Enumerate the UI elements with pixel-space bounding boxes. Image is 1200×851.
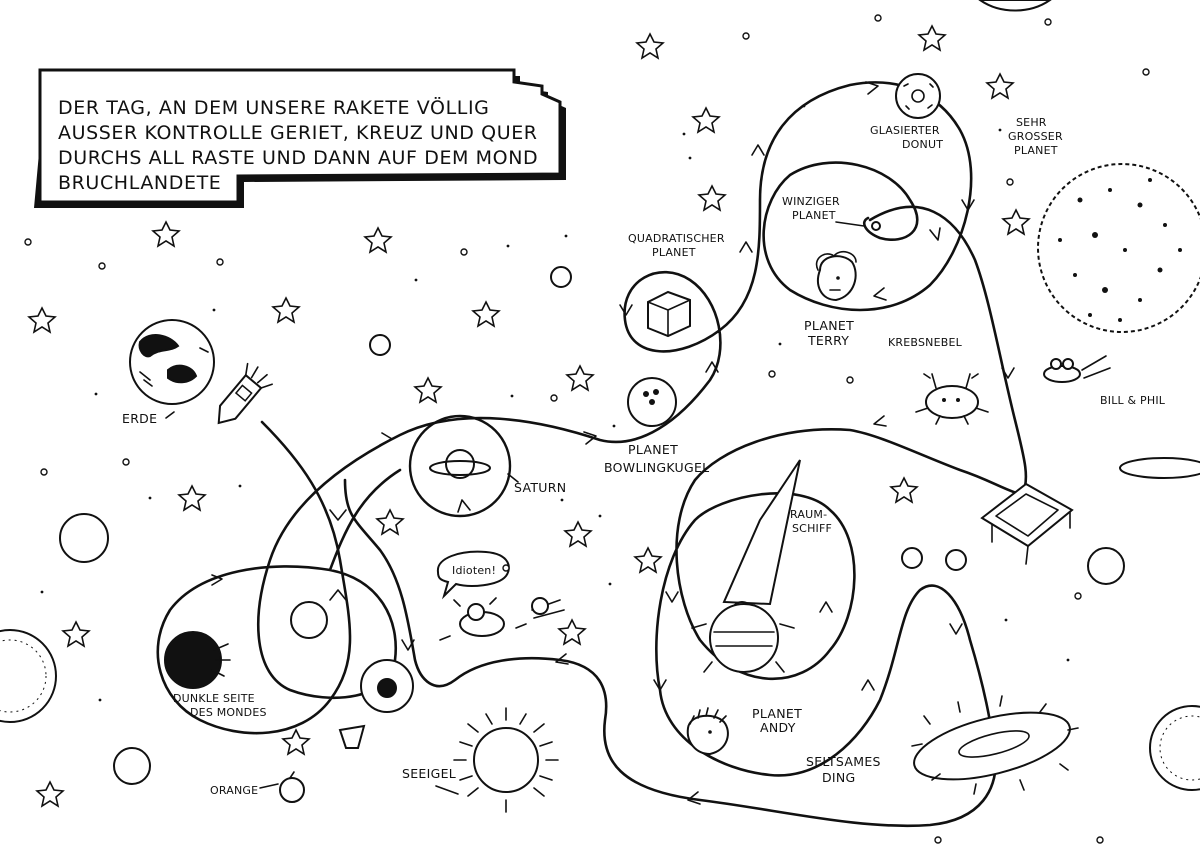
label-seltsames-2: DING (822, 770, 856, 785)
title-line-1: DER TAG, AN DEM UNSERE RAKETE VÖLLIG (58, 96, 489, 119)
tiny-planet-icon: WINZIGER PLANET (782, 195, 881, 231)
label-seltsames-1: SELTSAMES (806, 754, 881, 769)
dark-side-of-moon-icon: DUNKLE SEITE DES MONDES (164, 631, 267, 719)
stars (27, 24, 1031, 808)
title-line-4: BRUCHLANDETE (58, 172, 221, 194)
label-dunkle-1: DUNKLE SEITE (173, 692, 255, 705)
bill-and-phil-icon: BILL & PHIL (1043, 355, 1166, 407)
label-winziger-2: PLANET (792, 209, 836, 222)
saturn-icon: SATURN (408, 414, 566, 518)
sea-urchin-icon: SEEIGEL (402, 707, 559, 813)
label-dunkle-2: DES MONDES (190, 706, 267, 719)
label-glasierter-2: DONUT (902, 138, 943, 151)
label-bowling-1: PLANET (628, 442, 678, 457)
label-saturn: SATURN (514, 480, 566, 495)
alien-with-speech-bubble: Idioten! (436, 550, 565, 641)
planet-andy-face-icon: PLANET ANDY (686, 706, 802, 756)
moon-icon (290, 601, 328, 639)
label-glasierter-1: GLASIERTER (870, 124, 940, 137)
label-raumschiff-2: SCHIFF (792, 522, 832, 535)
planet-terry-face-icon: PLANET TERRY (804, 250, 857, 348)
label-sehr-3: PLANET (1014, 144, 1058, 157)
trampoline-icon (980, 482, 1074, 565)
crab-nebula-icon: KREBSNEBEL (888, 336, 989, 425)
label-seeigel: SEEIGEL (402, 766, 456, 781)
orange-icon: ORANGE (210, 771, 305, 803)
label-terry-1: PLANET (804, 318, 854, 333)
label-bill-phil: BILL & PHIL (1100, 394, 1166, 407)
label-sehr-1: SEHR (1016, 116, 1047, 129)
label-orange: ORANGE (210, 784, 258, 797)
label-raumschiff-1: RAUM- (790, 508, 827, 521)
label-krebsnebel: KREBSNEBEL (888, 336, 963, 349)
label-andy-1: PLANET (752, 706, 802, 721)
label-bowling-2: BOWLINGKUGEL (604, 460, 709, 475)
dotted-moon-icon (360, 659, 414, 713)
label-quadr-1: QUADRATISCHER (628, 232, 725, 245)
earth-icon: ERDE (122, 319, 215, 426)
very-big-planet-icon: SEHR GROSSER PLANET (1008, 116, 1200, 333)
bowling-ball-planet-icon: PLANET BOWLINGKUGEL (604, 377, 709, 475)
tiny-specks (40, 104, 1070, 702)
label-andy-2: ANDY (760, 720, 796, 735)
title-box: DER TAG, AN DEM UNSERE RAKETE VÖLLIG AUS… (34, 68, 566, 208)
label-erde: ERDE (122, 411, 157, 426)
label-terry-2: TERRY (807, 333, 849, 348)
path-arrows (211, 81, 1015, 805)
speech-bubble-text: Idioten! (452, 564, 496, 577)
label-sehr-2: GROSSER (1008, 130, 1063, 143)
rocket-icon (217, 362, 273, 425)
title-line-2: AUSSER KONTROLLE GERIET, KREUZ UND QUER (58, 122, 538, 144)
background-planets (0, 0, 1200, 791)
elongated-object-icon (1119, 457, 1200, 479)
square-planet-icon: QUADRATISCHER PLANET (628, 232, 725, 338)
strange-thing-icon: SELTSAMES DING (806, 695, 1079, 795)
label-quadr-2: PLANET (652, 246, 696, 259)
title-line-3: DURCHS ALL RASTE UND DANN AUF DEM MOND (58, 147, 538, 169)
spaceship-icon: RAUM- SCHIFF (691, 459, 832, 673)
small-dots (24, 14, 1150, 844)
label-winziger-1: WINZIGER (782, 195, 840, 208)
glazed-donut-icon: GLASIERTER DONUT (870, 73, 943, 151)
rocket-trajectory (156, 81, 1028, 828)
